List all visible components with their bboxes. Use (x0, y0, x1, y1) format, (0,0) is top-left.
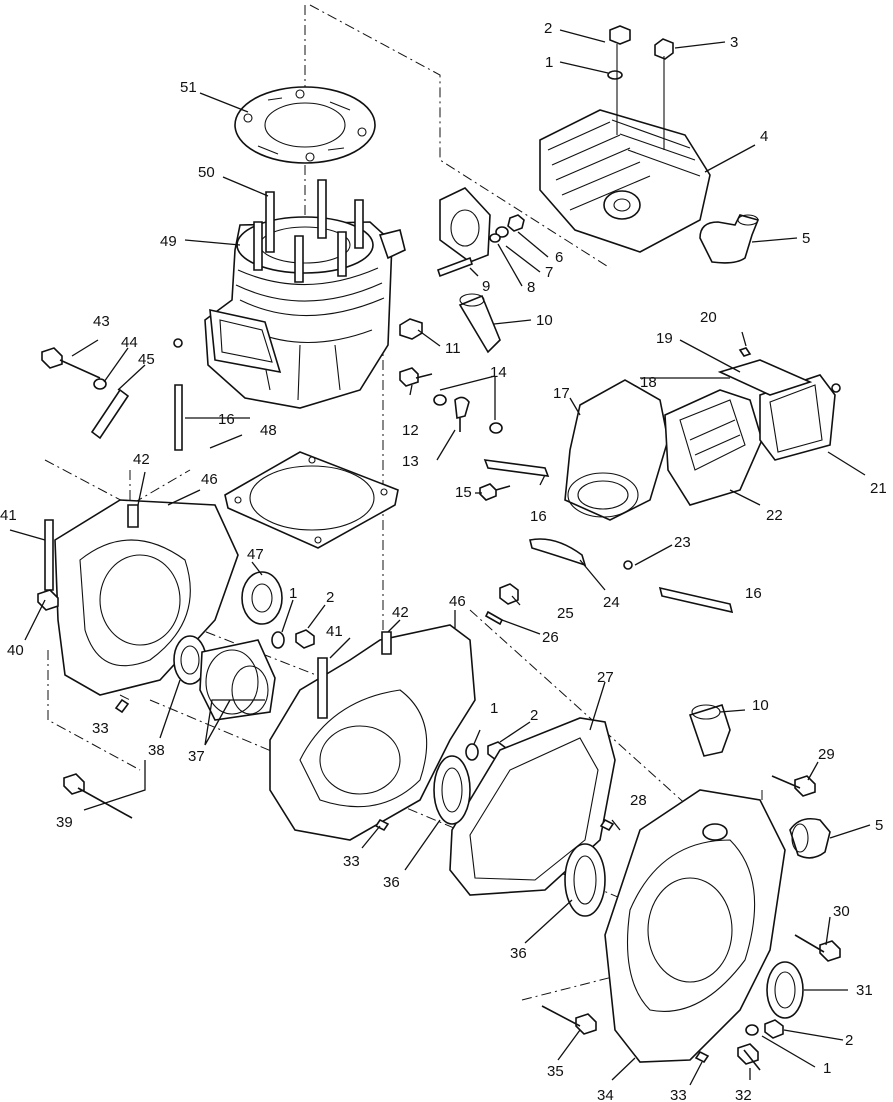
label-39: 39 (56, 814, 73, 831)
label-42: 42 (392, 604, 409, 621)
label-2: 2 (845, 1032, 853, 1049)
label-48: 48 (260, 422, 277, 439)
label-5: 5 (802, 230, 810, 247)
label-6: 6 (555, 249, 563, 266)
washer-plug-lower-right (745, 1019, 784, 1039)
intake-boot (564, 379, 669, 521)
label-12: 12 (402, 422, 419, 439)
label-21: 21 (870, 480, 887, 497)
label-36: 36 (510, 945, 527, 962)
label-40: 40 (7, 642, 24, 659)
label-7: 7 (545, 264, 553, 281)
plugs-25-26 (484, 583, 519, 626)
label-45: 45 (138, 351, 155, 368)
water-elbow-10-lower (688, 703, 731, 757)
label-2: 2 (530, 707, 538, 724)
label-14: 14 (490, 364, 507, 381)
head-gasket (234, 86, 376, 164)
label-8: 8 (527, 279, 535, 296)
label-43: 43 (93, 313, 110, 330)
label-36: 36 (383, 874, 400, 891)
label-41: 41 (326, 623, 343, 640)
label-28: 28 (630, 792, 647, 809)
label-16: 16 (218, 411, 235, 428)
rubber-straps (174, 384, 734, 614)
intake-clamp (529, 538, 633, 570)
left-crankcase (37, 499, 239, 696)
seal-36-left (433, 755, 471, 825)
label-1: 1 (545, 54, 553, 71)
right-crankcase (604, 789, 786, 1063)
label-49: 49 (160, 233, 177, 250)
reed-stopper (717, 347, 813, 396)
water-elbow-top (699, 214, 760, 264)
label-27: 27 (597, 669, 614, 686)
label-1: 1 (490, 700, 498, 717)
label-3: 3 (730, 34, 738, 51)
label-16: 16 (530, 508, 547, 525)
label-51: 51 (180, 79, 197, 96)
label-33: 33 (92, 720, 109, 737)
label-34: 34 (597, 1087, 614, 1102)
label-26: 26 (542, 629, 559, 646)
label-22: 22 (766, 507, 783, 524)
label-2: 2 (326, 589, 334, 606)
label-2: 2 (544, 20, 552, 37)
label-47: 47 (247, 546, 264, 563)
label-30: 30 (833, 903, 850, 920)
washer-and-plug-1 (271, 629, 315, 649)
cylinder (173, 216, 406, 409)
label-31: 31 (856, 982, 873, 999)
label-35: 35 (547, 1063, 564, 1080)
label-13: 13 (402, 453, 419, 470)
label-32: 32 (735, 1087, 752, 1102)
label-18: 18 (640, 374, 657, 391)
center-crankcase (269, 624, 507, 841)
label-15: 15 (455, 484, 472, 501)
label-5: 5 (875, 817, 883, 834)
label-46: 46 (449, 593, 466, 610)
callout-labels: 1 2 3 4 5 6 7 8 9 10 11 12 13 14 15 16 1… (0, 20, 887, 1102)
label-17: 17 (553, 385, 570, 402)
label-19: 19 (656, 330, 673, 347)
bolts (41, 347, 841, 1071)
label-24: 24 (603, 594, 620, 611)
label-29: 29 (818, 746, 835, 763)
base-gasket (224, 451, 399, 549)
label-1: 1 (289, 585, 297, 602)
label-42: 42 (133, 451, 150, 468)
water-elbow-5-lower (789, 817, 831, 859)
small-fasteners (399, 318, 511, 501)
label-16: 16 (745, 585, 762, 602)
seal-36-right (564, 843, 606, 917)
label-4: 4 (760, 128, 768, 145)
label-10: 10 (752, 697, 769, 714)
bearing-left (241, 571, 283, 625)
leader-lines (9, 29, 871, 1086)
label-44: 44 (121, 334, 138, 351)
label-1: 1 (823, 1060, 831, 1077)
label-11: 11 (445, 340, 461, 357)
label-20: 20 (700, 309, 717, 326)
label-23: 23 (674, 534, 691, 551)
label-33: 33 (670, 1087, 687, 1102)
exhaust-flange (436, 187, 525, 354)
label-38: 38 (148, 742, 165, 759)
cylinder-studs (253, 179, 364, 283)
seal-31 (766, 961, 804, 1019)
reed-valve (664, 389, 763, 506)
label-41: 41 (0, 507, 17, 524)
label-10: 10 (536, 312, 553, 329)
cylinder-head (539, 25, 711, 253)
label-33: 33 (343, 853, 360, 870)
label-50: 50 (198, 164, 215, 181)
label-9: 9 (482, 278, 490, 295)
label-37: 37 (188, 748, 205, 765)
label-25: 25 (557, 605, 574, 622)
label-46: 46 (201, 471, 218, 488)
reed-gasket (759, 374, 841, 461)
